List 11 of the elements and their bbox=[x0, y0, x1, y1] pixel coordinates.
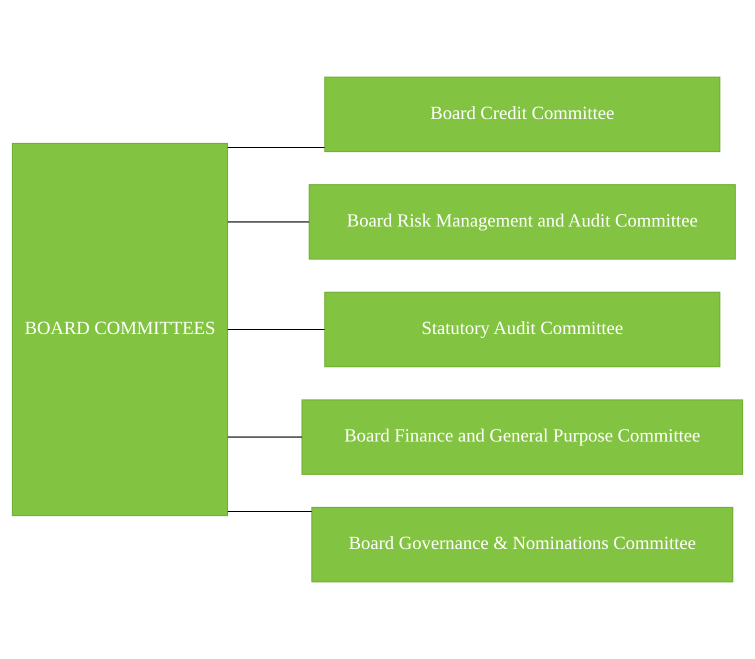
node-box: Board Governance & Nominations Committee bbox=[311, 506, 734, 582]
connector bbox=[228, 328, 324, 330]
node-box: Board Finance and General Purpose Committee bbox=[301, 399, 744, 475]
connector bbox=[228, 436, 302, 438]
node-box: BOARD COMMITTEES bbox=[12, 142, 228, 516]
node-box: Board Credit Committee bbox=[324, 76, 720, 152]
node-box: Statutory Audit Committee bbox=[324, 292, 720, 368]
connector bbox=[228, 221, 309, 222]
node-box: Board Risk Management and Audit Committee bbox=[308, 184, 736, 260]
connector bbox=[228, 511, 312, 512]
connector bbox=[228, 146, 324, 148]
